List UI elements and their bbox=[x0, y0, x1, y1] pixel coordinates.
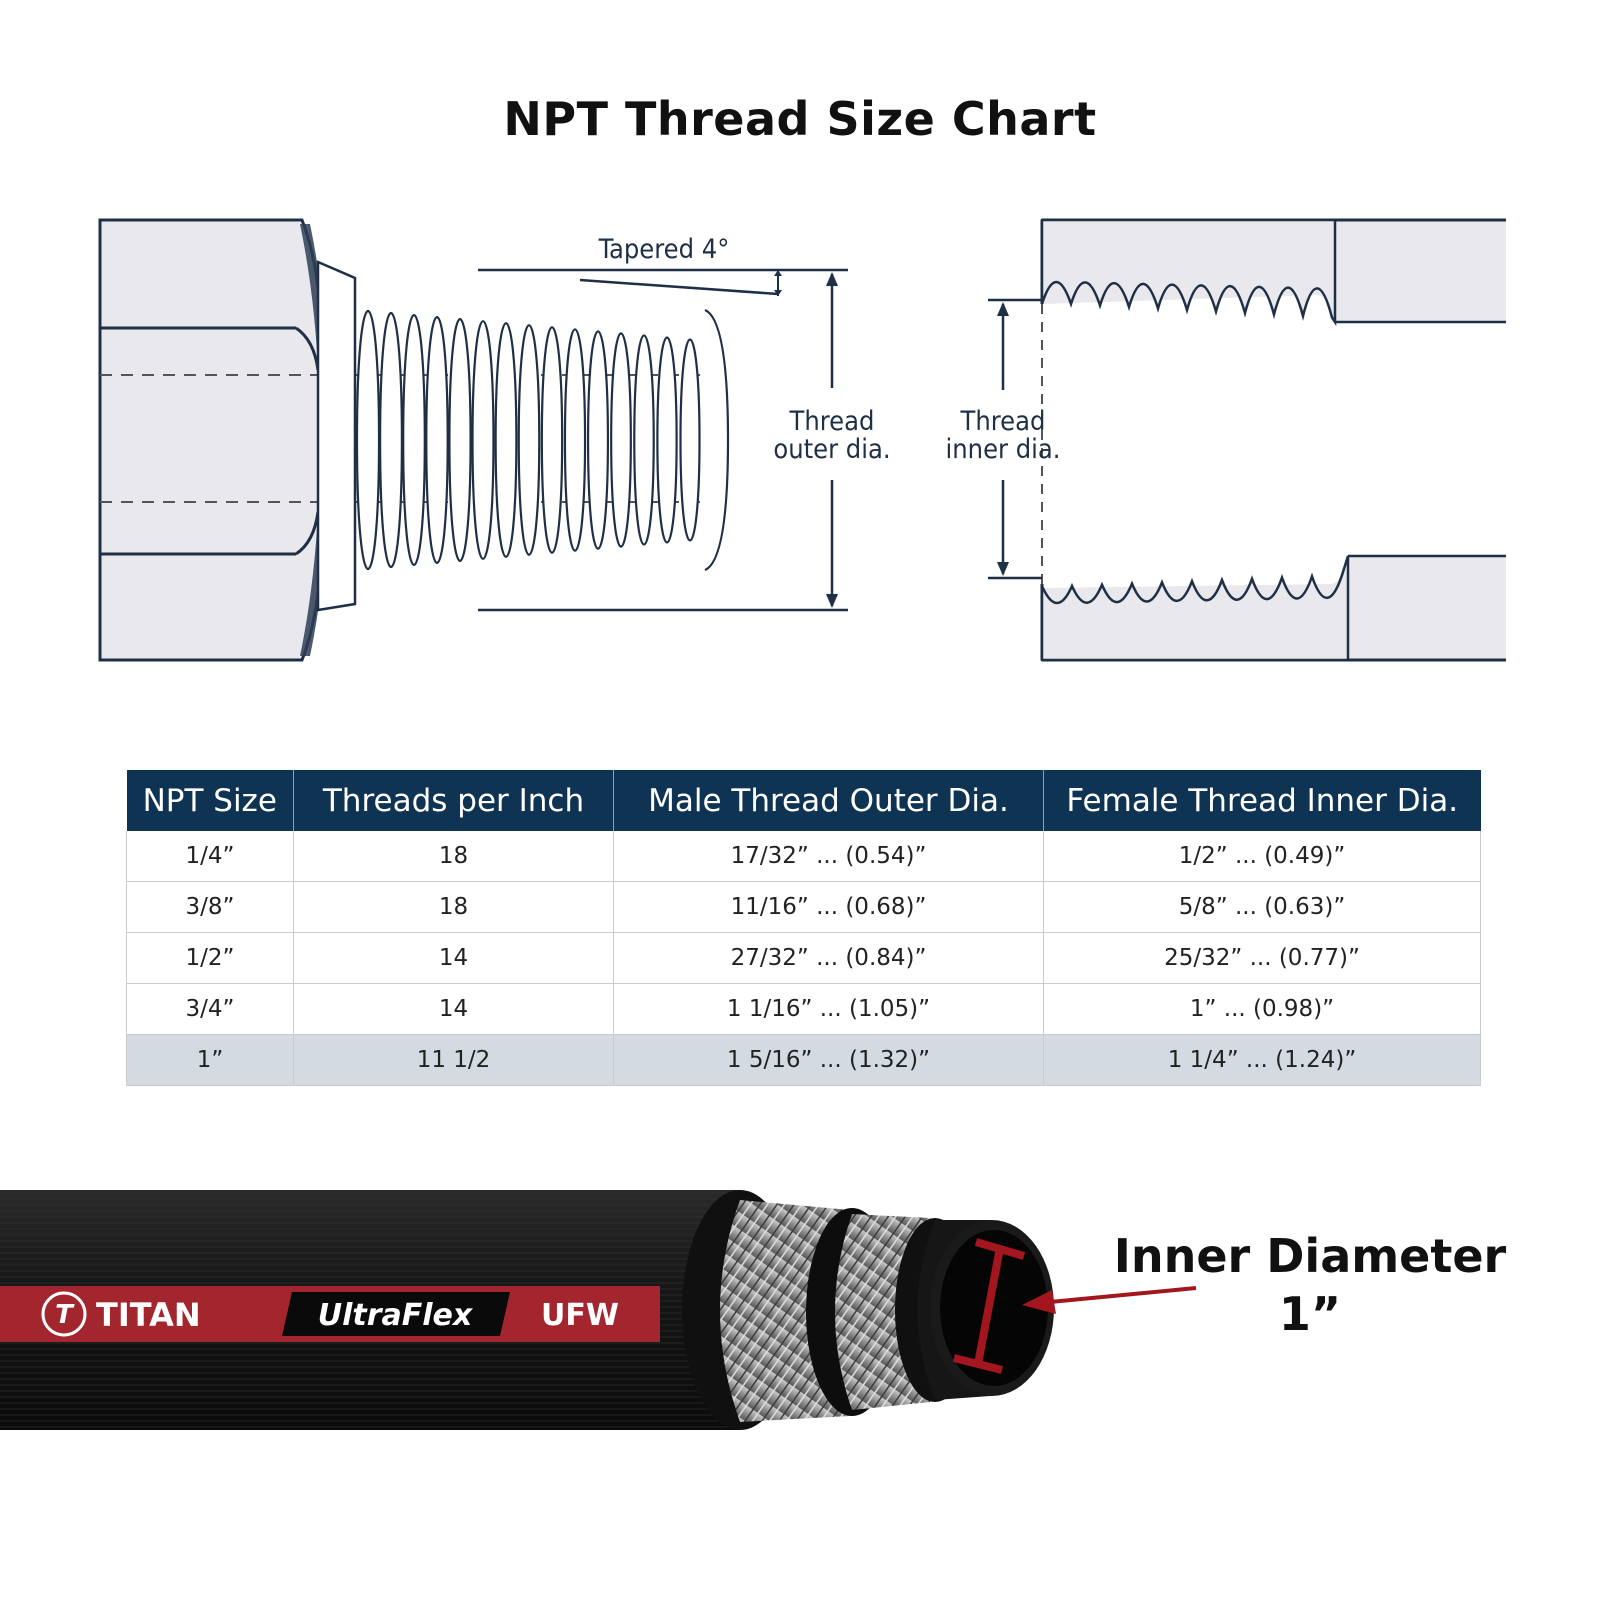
svg-text:T: T bbox=[55, 1300, 75, 1330]
hose-image: T TITAN UltraFlex UFW bbox=[0, 1190, 1197, 1430]
thread-ridge bbox=[402, 314, 426, 566]
female-label-line2: inner dia. bbox=[946, 434, 1061, 465]
cell-female-inner-dia: 5/8” ... (0.63)” bbox=[1043, 881, 1481, 933]
npt-thread-diagram: Tapered 4° Thread outer dia. Thread inne… bbox=[98, 218, 1506, 662]
male-fitting: Tapered 4° Thread outer dia. bbox=[98, 218, 891, 662]
brand-text: TITAN bbox=[96, 1296, 201, 1334]
header-female-inner-dia: Female Thread Inner Dia. bbox=[1043, 770, 1481, 831]
female-fitting: Thread inner dia. bbox=[946, 218, 1506, 662]
inner-diameter-callout: Inner Diameter 1” bbox=[1110, 1228, 1510, 1343]
npt-size-table: NPT Size Threads per Inch Male Thread Ou… bbox=[126, 770, 1481, 1086]
cell-female-inner-dia: 25/32” ... (0.77)” bbox=[1043, 932, 1481, 984]
page-title: NPT Thread Size Chart bbox=[503, 92, 1097, 146]
cell-threads-per-inch: 11 1/2 bbox=[293, 1034, 614, 1086]
male-label-line2: outer dia. bbox=[773, 434, 890, 465]
thread-ridge bbox=[379, 312, 403, 568]
table-row: 3/4” 14 1 1/16” ... (1.05)” 1” ... (0.98… bbox=[126, 983, 1481, 1035]
thread-end bbox=[704, 308, 730, 572]
cell-npt-size: 1/4” bbox=[126, 831, 294, 882]
cell-male-outer-dia: 1 5/16” ... (1.32)” bbox=[613, 1034, 1044, 1086]
inner-diameter-value: 1” bbox=[1278, 1286, 1342, 1341]
table-row-highlighted: 1” 11 1/2 1 5/16” ... (1.32)” 1 1/4” ...… bbox=[126, 1034, 1481, 1086]
thread-ridge bbox=[517, 324, 541, 556]
thread-ridge bbox=[471, 320, 495, 560]
npt-size-table-container: NPT Size Threads per Inch Male Thread Ou… bbox=[126, 770, 1481, 1086]
cell-female-inner-dia: 1” ... (0.98)” bbox=[1043, 983, 1481, 1035]
table-header-row: NPT Size Threads per Inch Male Thread Ou… bbox=[126, 770, 1481, 831]
header-threads-per-inch: Threads per Inch bbox=[293, 770, 614, 831]
header-npt-size: NPT Size bbox=[126, 770, 294, 831]
hose-jacket: T TITAN UltraFlex UFW bbox=[0, 1190, 765, 1430]
female-thread-bottom bbox=[1040, 555, 1350, 662]
cell-male-outer-dia: 1 1/16” ... (1.05)” bbox=[613, 983, 1044, 1035]
cell-npt-size: 3/4” bbox=[126, 983, 294, 1035]
thread-ridge bbox=[448, 318, 472, 562]
thread-ridge bbox=[586, 330, 610, 550]
cell-female-inner-dia: 1/2” ... (0.49)” bbox=[1043, 831, 1481, 882]
cell-npt-size: 1/2” bbox=[126, 932, 294, 984]
cell-male-outer-dia: 11/16” ... (0.68)” bbox=[613, 881, 1044, 933]
thread-ridge bbox=[563, 328, 587, 552]
male-thread-ridges bbox=[355, 308, 730, 572]
hose-layers bbox=[682, 1190, 1054, 1430]
thread-ridge bbox=[540, 326, 564, 554]
thread-ridge bbox=[425, 316, 449, 564]
cell-threads-per-inch: 18 bbox=[293, 881, 614, 933]
thread-ridge bbox=[679, 338, 701, 542]
cell-threads-per-inch: 18 bbox=[293, 831, 614, 882]
pointer-arrow-icon bbox=[1022, 1290, 1056, 1314]
thread-ridge bbox=[355, 309, 381, 571]
thread-ridge bbox=[494, 322, 518, 558]
male-label-line1: Thread bbox=[789, 406, 875, 437]
code-text: UFW bbox=[541, 1298, 619, 1333]
female-thread-top bbox=[1040, 218, 1337, 327]
cell-male-outer-dia: 27/32” ... (0.84)” bbox=[613, 932, 1044, 984]
thread-ridge bbox=[633, 334, 655, 546]
female-label-line1: Thread bbox=[960, 406, 1046, 437]
table-row: 1/4” 18 17/32” ... (0.54)” 1/2” ... (0.4… bbox=[126, 831, 1481, 882]
thread-ridge bbox=[610, 332, 632, 548]
cell-male-outer-dia: 17/32” ... (0.54)” bbox=[613, 831, 1044, 882]
cell-npt-size: 1” bbox=[126, 1034, 294, 1086]
pointer-arrow-line bbox=[1049, 1286, 1197, 1304]
taper-label: Tapered 4° bbox=[598, 234, 730, 265]
table-row: 1/2” 14 27/32” ... (0.84)” 25/32” ... (0… bbox=[126, 932, 1481, 984]
thread-ridge bbox=[656, 336, 678, 544]
titan-logo-icon bbox=[41, 1291, 87, 1337]
male-hex-body bbox=[98, 218, 326, 662]
table-row: 3/8” 18 11/16” ... (0.68)” 5/8” ... (0.6… bbox=[126, 881, 1481, 933]
cell-threads-per-inch: 14 bbox=[293, 932, 614, 984]
cell-npt-size: 3/8” bbox=[126, 881, 294, 933]
product-text: UltraFlex bbox=[318, 1298, 474, 1333]
inner-diameter-marker bbox=[953, 1238, 1197, 1374]
cell-threads-per-inch: 14 bbox=[293, 983, 614, 1035]
header-male-outer-dia: Male Thread Outer Dia. bbox=[613, 770, 1044, 831]
inner-diameter-label: Inner Diameter bbox=[1113, 1229, 1507, 1283]
cell-female-inner-dia: 1 1/4” ... (1.24)” bbox=[1043, 1034, 1481, 1086]
